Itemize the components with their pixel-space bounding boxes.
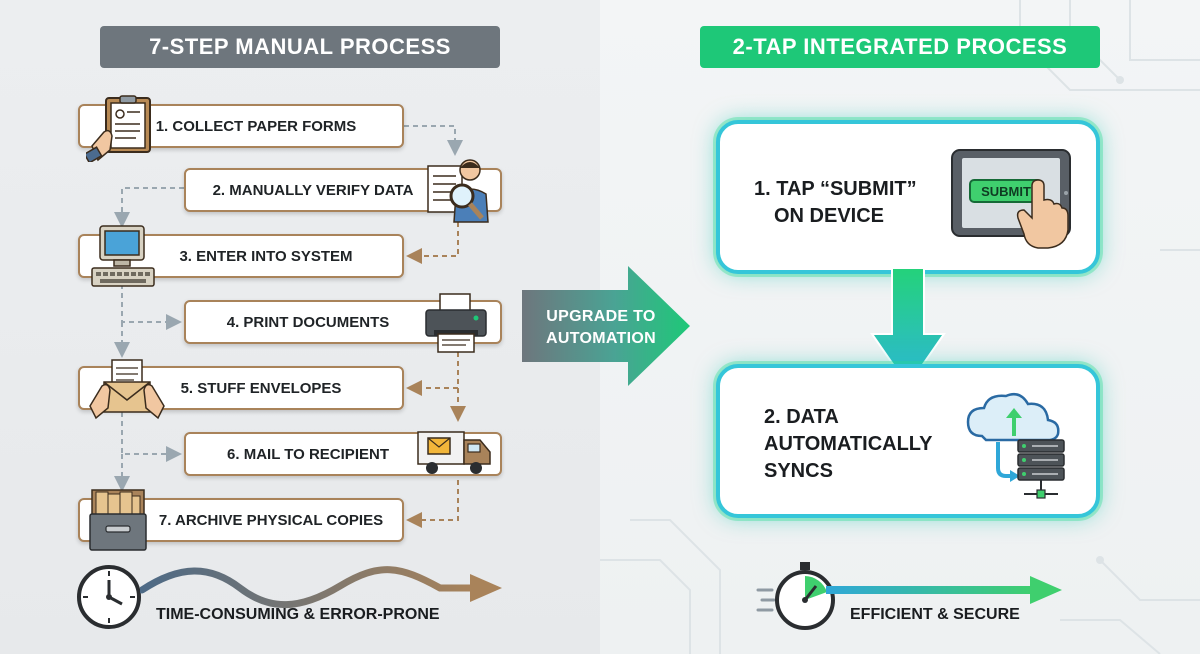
stopwatch-icon (756, 562, 835, 630)
upgrade-arrow (522, 266, 690, 386)
integrated-step-1-line2: ON DEVICE (774, 205, 885, 227)
archive-drawer-icon (89, 489, 147, 551)
straight-arrow (826, 576, 1062, 604)
envelope-hands-icon (89, 359, 165, 420)
manual-step-2-label: 2. MANUALLY VERIFY DATA (212, 181, 414, 199)
printer-icon (425, 293, 487, 353)
clipboard-hand-icon (86, 95, 151, 162)
submit-button-text: SUBMIT (981, 184, 1031, 199)
manual-step-7-label: 7. ARCHIVE PHYSICAL COPIES (158, 511, 384, 529)
wavy-arrow (140, 566, 502, 609)
integrated-step-2-card: 2. DATA AUTOMATICALLY SYNCS (716, 364, 1100, 518)
manual-footer-caption: TIME-CONSUMING & ERROR-PRONE (156, 606, 440, 623)
magnifier-inspector-icon (427, 159, 489, 223)
integrated-step-1-card: 1. TAP “SUBMIT” ON DEVICE SUBMIT (716, 120, 1100, 274)
integrated-step-1-text: 1. TAP “SUBMIT” ON DEVICE (754, 176, 917, 230)
manual-process-title: 7-STEP MANUAL PROCESS (100, 26, 500, 68)
computer-terminal-icon (91, 225, 155, 287)
integrated-step-2-text: 2. DATA AUTOMATICALLY SYNCS (764, 404, 933, 485)
manual-step-3-label: 3. ENTER INTO SYSTEM (179, 247, 353, 265)
cloud-server-sync-icon (966, 393, 1065, 499)
upgrade-label-line2: AUTOMATION (546, 330, 656, 347)
down-arrow (870, 267, 946, 388)
integrated-step-1-line1: 1. TAP “SUBMIT” (754, 178, 917, 200)
integrated-step-2-line1: 2. DATA (764, 406, 839, 428)
manual-step-5-label: 5. STUFF ENVELOPES (180, 379, 342, 397)
wall-clock-icon (77, 565, 141, 629)
manual-step-1-label: 1. COLLECT PAPER FORMS (155, 117, 357, 135)
upgrade-label: UPGRADE TO AUTOMATION (526, 306, 676, 350)
manual-step-6-label: 6. MAIL TO RECIPIENT (227, 445, 389, 463)
mail-truck-icon (417, 431, 491, 474)
manual-step-4-label: 4. PRINT DOCUMENTS (226, 313, 390, 331)
upgrade-label-line1: UPGRADE TO (546, 308, 656, 325)
integrated-step-2-line3: SYNCS (764, 460, 833, 482)
integrated-step-2-line2: AUTOMATICALLY (764, 433, 933, 455)
integrated-footer-caption: EFFICIENT & SECURE (850, 606, 1020, 623)
manual-flow-connectors (114, 125, 466, 528)
integrated-process-title: 2-TAP INTEGRATED PROCESS (700, 26, 1100, 68)
tablet-tap-icon: SUBMIT (951, 149, 1071, 249)
